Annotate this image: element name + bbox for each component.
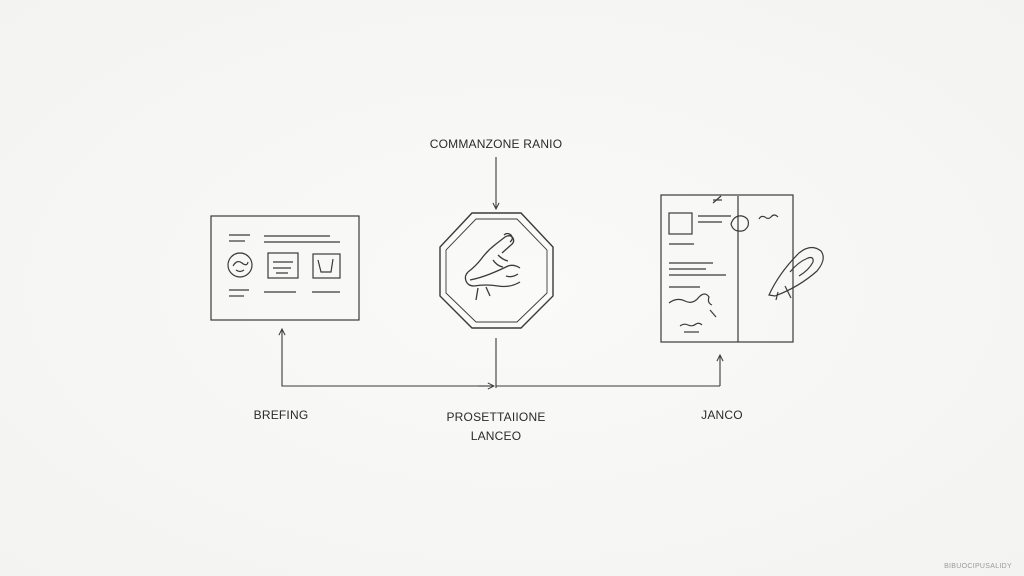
flow-connectors [282,157,720,388]
top-input-label: COMMANZONE RANIO [429,137,563,151]
signed-document-icon [660,194,824,343]
center-label: PROSETTAIIONE LANCEO [426,408,566,446]
center-octagon-icon [439,212,554,329]
briefing-label: BREFING [253,408,309,422]
center-label-line2: LANCEO [470,429,522,443]
briefing-panel-icon [210,215,360,321]
arrow-to-briefing [282,329,492,387]
watermark: BIBUOCIPUSALIDY [944,563,1012,570]
center-label-line1: PROSETTAIIONE [446,410,546,424]
right-label: JANCO [701,408,743,422]
